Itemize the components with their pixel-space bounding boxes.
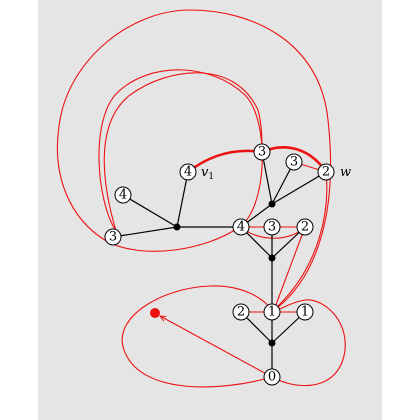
- svg-text:0: 0: [268, 370, 276, 385]
- diagram-panel: [38, 0, 382, 420]
- edge-top3-jhub: [261, 151, 273, 205]
- node-bottom0: 0: [263, 368, 281, 386]
- edge-v1-hub: [176, 171, 189, 228]
- junction-dot-bottom: [268, 339, 276, 347]
- svg-text:4: 4: [119, 188, 127, 203]
- inner-loop-curve: [98, 69, 263, 232]
- bottom-right-loop-curve: [271, 299, 346, 387]
- junction-dot-mid: [268, 254, 276, 262]
- red-target-point: [150, 308, 160, 318]
- svg-text:3: 3: [268, 220, 276, 235]
- svg-text:3: 3: [290, 155, 298, 170]
- svg-text:4: 4: [184, 165, 192, 180]
- arrow-to-marker: [160, 316, 273, 378]
- edge-left3-hub: [112, 226, 178, 238]
- w-to-low1-curve: [277, 171, 328, 307]
- node-v1: 4: [179, 163, 197, 181]
- svg-text:1: 1: [268, 305, 276, 320]
- right2-to-low1-line: [273, 226, 306, 311]
- bottom-left-loop-curve: [121, 285, 275, 388]
- svg-text:2: 2: [301, 220, 309, 235]
- label-v1: v1: [201, 165, 214, 182]
- svg-text:3: 3: [258, 145, 266, 160]
- node-mid3: 3: [285, 153, 303, 171]
- node-left3: 3: [104, 228, 122, 246]
- edge-w-jhub: [271, 171, 327, 205]
- edge-left4-hub: [122, 194, 178, 228]
- label-w: w: [340, 165, 351, 180]
- node-lowright1: 1: [296, 303, 314, 321]
- junction-dot-left: [173, 223, 181, 231]
- svg-text:2: 2: [322, 165, 330, 180]
- junction-dot-top: [268, 200, 276, 208]
- node-low1: 1: [263, 303, 281, 321]
- node-w: 2: [317, 163, 335, 181]
- svg-text:1: 1: [301, 305, 309, 320]
- node-center4: 4: [232, 218, 250, 236]
- node-center3: 3: [263, 218, 281, 236]
- node-low2: 2: [232, 303, 250, 321]
- node-right2: 2: [296, 218, 314, 236]
- node-left4: 4: [114, 186, 132, 204]
- node-top3: 3: [253, 143, 271, 161]
- upper-left-loop-to-top3: [103, 72, 263, 232]
- svg-text:2: 2: [237, 305, 245, 320]
- svg-text:3: 3: [109, 230, 117, 245]
- svg-text:4: 4: [237, 220, 245, 235]
